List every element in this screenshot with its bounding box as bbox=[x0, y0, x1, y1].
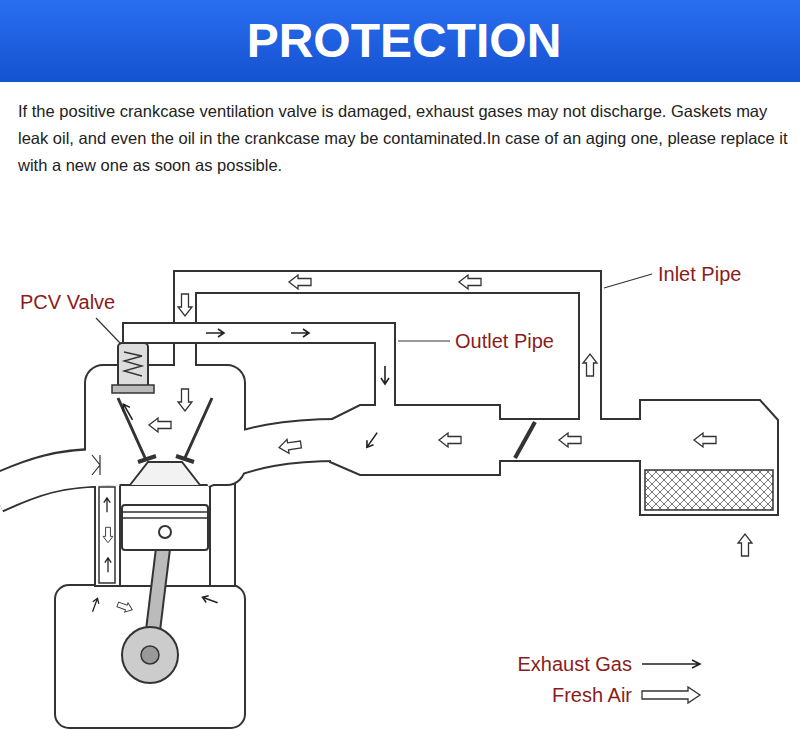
fresh-air-arrow bbox=[694, 433, 716, 447]
pcv-valve-base bbox=[112, 385, 154, 393]
exhaust-gas-arrow bbox=[381, 366, 389, 384]
piston-rings bbox=[122, 512, 208, 518]
intake-duct-inner bbox=[200, 440, 646, 468]
exhaust-gas-arrow bbox=[105, 558, 111, 572]
exhaust-gas-arrow bbox=[90, 597, 101, 613]
crank-pin bbox=[141, 646, 159, 664]
description-text: If the positive crankcase ventilation va… bbox=[18, 98, 788, 179]
leader-line bbox=[604, 274, 652, 288]
exhaust-gas-arrow bbox=[291, 329, 309, 337]
exhaust-gas-arrow bbox=[364, 430, 381, 449]
fresh-air-arrow bbox=[149, 418, 171, 432]
piston bbox=[122, 505, 208, 550]
legend-fresh-air-sample bbox=[642, 687, 700, 703]
pcv-valve-body bbox=[118, 343, 148, 388]
outlet-pipe-outline bbox=[133, 333, 385, 406]
exhaust-gas-arrow bbox=[201, 594, 219, 606]
exhaust-gas-arrow bbox=[120, 402, 136, 422]
fresh-air-arrow bbox=[278, 438, 302, 455]
leader-line bbox=[96, 318, 121, 344]
valve-stems bbox=[118, 398, 212, 460]
piston-pin bbox=[159, 526, 171, 538]
part-label: Outlet Pipe bbox=[455, 329, 554, 353]
exhaust-gas-arrow bbox=[104, 498, 110, 512]
fresh-air-arrow bbox=[459, 275, 481, 289]
legend-text: Fresh Air bbox=[552, 683, 632, 707]
air-filter-element bbox=[645, 470, 773, 510]
fresh-air-arrow bbox=[583, 354, 597, 376]
page-title: PROTECTION bbox=[4, 8, 800, 74]
part-label: Inlet Pipe bbox=[658, 262, 741, 286]
fresh-air-arrow bbox=[738, 534, 752, 556]
air-filter-box bbox=[640, 400, 778, 515]
exhaust-gas-arrow bbox=[206, 329, 224, 337]
fresh-air-arrow bbox=[178, 389, 192, 411]
valve-spring bbox=[92, 455, 100, 475]
leader-line bbox=[398, 340, 450, 341]
pcv-valve-spring bbox=[124, 352, 142, 376]
fresh-air-arrow bbox=[103, 527, 113, 542]
valve-heads bbox=[138, 456, 194, 462]
fresh-air-arrow bbox=[439, 433, 461, 447]
crankshaft bbox=[122, 627, 178, 683]
legend-text: Exhaust Gas bbox=[517, 652, 632, 676]
blow-by-channel bbox=[99, 487, 115, 583]
part-label: PCV Valve bbox=[20, 290, 115, 314]
legend-exhaust-sample bbox=[642, 660, 700, 668]
fresh-air-arrow bbox=[116, 600, 134, 614]
combustion-chamber bbox=[130, 462, 200, 485]
outlet-pipe-inner bbox=[133, 333, 385, 412]
exhaust-pipe-inner bbox=[0, 468, 120, 494]
fresh-air-arrow bbox=[559, 433, 581, 447]
throttle-plate bbox=[515, 422, 535, 458]
fresh-air-arrow bbox=[178, 294, 192, 316]
fresh-air-arrow bbox=[289, 275, 311, 289]
